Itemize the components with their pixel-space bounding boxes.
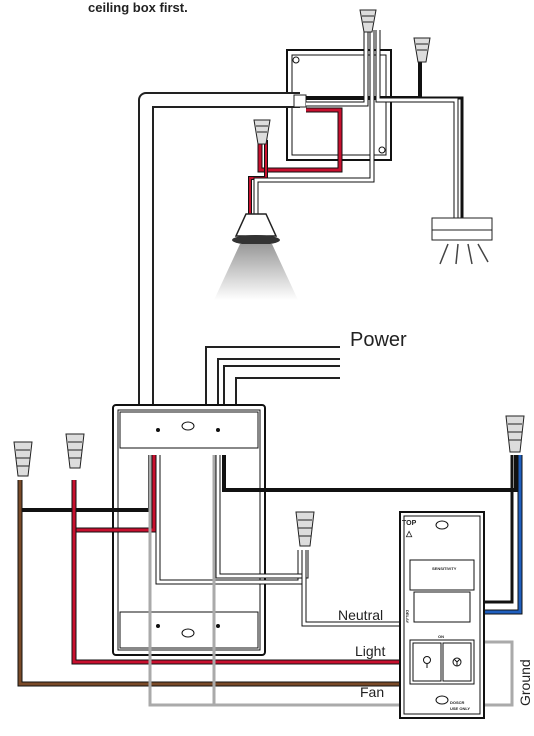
caption-text: ceiling box first. [88, 0, 188, 15]
ceiling-wires [248, 30, 464, 218]
switch-top-mark: △ [405, 529, 413, 538]
wire-nut-ceiling-neutral [359, 9, 377, 33]
switch-box-wiring [17, 455, 523, 707]
switch-footer-line2: USE ONLY [450, 706, 470, 711]
cable-to-ceiling [138, 92, 307, 405]
fan-fixture-icon [431, 217, 493, 265]
fan-icon [452, 657, 462, 667]
wire-nut-neutral [295, 511, 315, 547]
switch-sensitivity-label: SENSITIVITY [432, 566, 457, 571]
wire-nut-ceiling-hot [413, 37, 431, 63]
wire-nut-red [65, 433, 85, 469]
wire-nut-light [253, 119, 271, 145]
occupancy-switch [399, 511, 485, 719]
light-fixture-icon [214, 213, 298, 300]
light-label: Light [355, 643, 385, 659]
neutral-label: Neutral [338, 607, 383, 623]
switch-footer-line1: DOSCR [450, 700, 465, 705]
switch-delay-label: DELAY [405, 610, 410, 624]
wire-nut-black [13, 441, 33, 477]
ground-label: Ground [517, 659, 533, 706]
fan-label: Fan [360, 684, 384, 700]
switch-on-label: ON [438, 634, 444, 639]
switch-top-label: TOP [402, 520, 417, 527]
power-label: Power [350, 329, 407, 351]
power-cable [205, 346, 340, 410]
bulb-icon [423, 656, 431, 668]
wire-nut-hot [505, 415, 525, 453]
